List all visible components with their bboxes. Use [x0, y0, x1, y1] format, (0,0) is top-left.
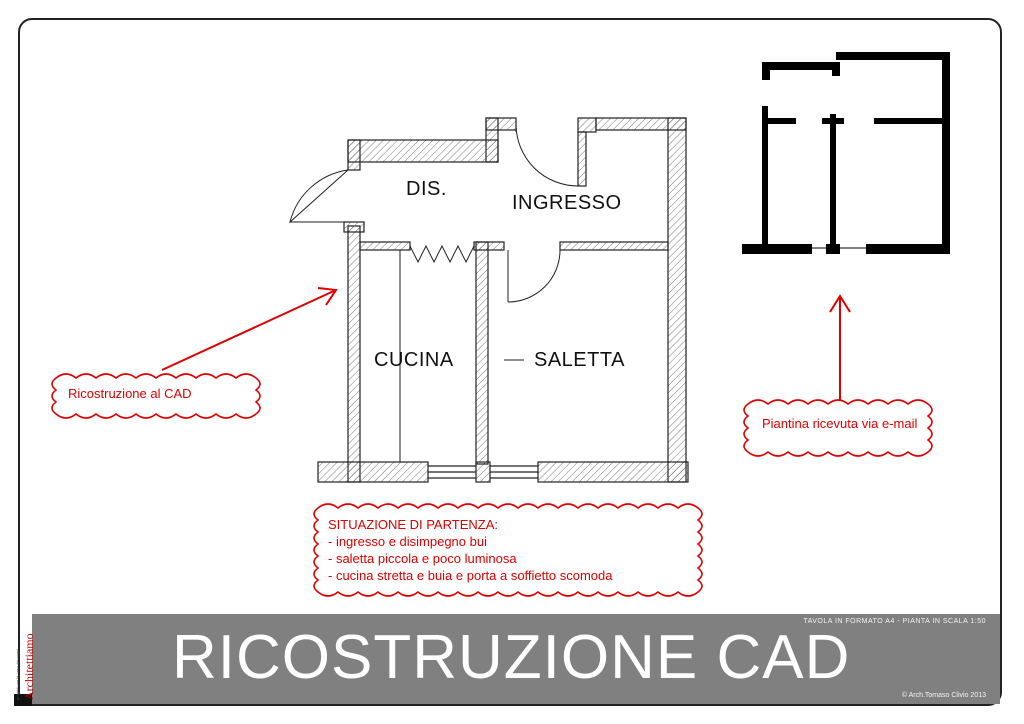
sketch-wall-bottom-left [742, 244, 812, 254]
arrow-to-sketch [829, 294, 851, 400]
annotation-cloud-email [743, 399, 933, 457]
arrow-to-cad [161, 287, 338, 371]
annotation-cloud-cad [51, 373, 261, 419]
partition-cucina-top [359, 241, 411, 251]
partition-saletta-top [559, 241, 669, 251]
wall-left [347, 225, 361, 483]
note-email-plan: Piantina ricevuta via e-mail [762, 416, 918, 431]
wall-top-dis [347, 139, 499, 163]
cad-floor-plan [289, 117, 689, 483]
wall-right [667, 117, 687, 483]
title-bar [32, 614, 1000, 704]
note-situation-line-2: - saletta piccola e poco luminosa [328, 551, 517, 566]
wall-bottom-right [537, 461, 689, 483]
wall-bottom-mid [475, 461, 491, 483]
room-label-ingresso: INGRESSO [512, 192, 622, 214]
logo-tagline: progetti per la casa dei sogni [15, 648, 20, 700]
note-situation-title: SITUAZIONE DI PARTENZA: [328, 517, 498, 532]
note-cad-reconstruction: Ricostruzione al CAD [68, 386, 192, 401]
sketch-partition [830, 114, 836, 252]
wall-pier-left [343, 221, 365, 233]
wall-pier-left-top [347, 139, 361, 171]
room-label-dis: DIS. [406, 178, 447, 200]
annotation-cloud-situation [313, 503, 703, 597]
room-label-cucina: CUCINA [374, 349, 454, 371]
sheet-title: RICOSTRUZIONE CAD [172, 623, 851, 692]
sketch-wall-left [762, 106, 768, 252]
wall-top-ingresso [595, 117, 687, 131]
room-label-saletta: SALETTA [534, 349, 625, 371]
wall-pier-ingresso [577, 117, 597, 133]
sketch-wall-bottom-right [866, 244, 950, 254]
architettiamo-logo-icon [14, 694, 32, 706]
note-situation-line-3: - cucina stretta e buia e porta a soffie… [328, 568, 613, 583]
partition-ingresso [577, 131, 587, 187]
received-floor-plan [742, 52, 950, 254]
sketch-wall-right [942, 52, 950, 252]
copyright-text: © Arch.Tomaso Clivio 2013 [901, 692, 986, 699]
wall-bottom-left [317, 461, 429, 483]
sketch-wall-top-left [762, 62, 836, 70]
sheet-subtitle: TAVOLA IN FORMATO A4 - PIANTA IN SCALA 1… [803, 618, 986, 625]
partition-vertical [475, 241, 489, 465]
sketch-wall-top-right [836, 52, 950, 60]
note-situation-line-1: - ingresso e disimpegno bui [328, 534, 487, 549]
logo-name: Architettiamo [22, 633, 36, 700]
